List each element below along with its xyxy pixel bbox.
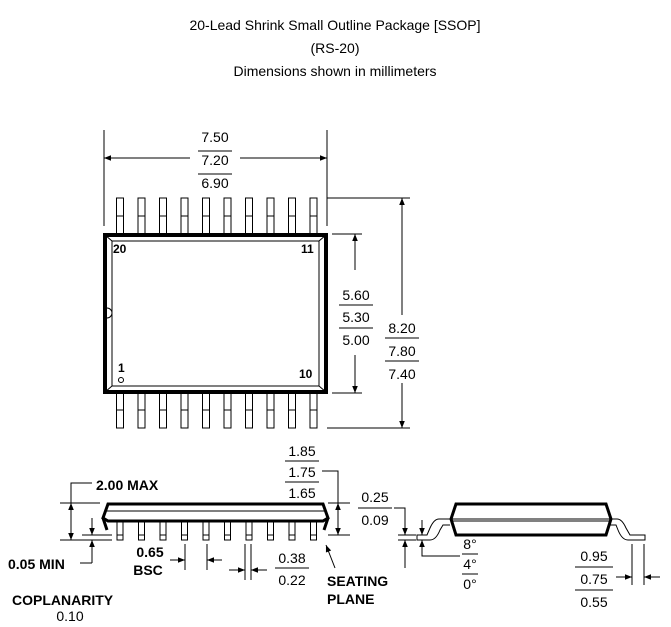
bottom-leads [116, 390, 318, 429]
lead-thickness-min: 0.09 [361, 512, 388, 528]
pin-label-10: 10 [299, 367, 313, 381]
width-nom: 7.20 [201, 152, 228, 168]
lead-width-min: 0.22 [278, 572, 305, 588]
title-line-2: (RS-20) [310, 40, 359, 56]
lead [245, 519, 253, 541]
right-gull-wing-lead [605, 518, 646, 541]
lead [116, 519, 124, 541]
pin1-dot [118, 377, 124, 383]
lead [137, 197, 146, 237]
angle-nom: 4° [463, 556, 476, 572]
lead [288, 197, 296, 237]
pin1-notch [106, 307, 113, 319]
top-leads [116, 197, 318, 237]
coplanarity-value: 0.10 [56, 608, 83, 624]
width-max: 7.50 [201, 129, 228, 145]
side-view: 2.00 MAX 0.05 MIN 0.65 BSC 0.38 0.22 1.8… [8, 443, 388, 624]
pin-label-1: 1 [118, 361, 125, 375]
angle-min: 0° [463, 576, 476, 592]
width-min: 6.90 [201, 175, 228, 191]
overall-width-max: 8.20 [388, 320, 415, 336]
overall-width-nom: 7.80 [388, 343, 415, 359]
lead [223, 197, 232, 237]
coplanarity-label: COPLANARITY [12, 592, 114, 608]
top-view: 20 11 1 10 7.50 7.20 6.90 5.60 5.30 5.00… [103, 129, 419, 429]
body-height-max: 1.85 [288, 443, 315, 459]
lead [116, 197, 124, 237]
lead [266, 197, 275, 237]
body-width-min: 5.00 [342, 332, 369, 348]
lead [310, 519, 317, 541]
angle-max: 8° [463, 536, 476, 552]
lead [245, 197, 253, 237]
lead [159, 197, 167, 237]
pin-label-20: 20 [113, 242, 127, 256]
standoff-min-label: 0.05 MIN [8, 556, 65, 572]
title-line-3: Dimensions shown in millimeters [233, 63, 436, 79]
side-body [101, 502, 330, 523]
body-width-max: 5.60 [342, 287, 369, 303]
lead-thickness-max: 0.25 [361, 489, 388, 505]
pin-label-11: 11 [301, 242, 314, 256]
title-line-1: 20-Lead Shrink Small Outline Package [SS… [189, 17, 480, 33]
foot-length-nom: 0.75 [580, 571, 607, 587]
lead-width-max: 0.38 [278, 550, 305, 566]
lead [180, 197, 189, 237]
pitch-value: 0.65 [136, 544, 163, 560]
lead [224, 519, 231, 541]
overall-width-min: 7.40 [388, 366, 415, 382]
seating-plane-line1: SEATING [327, 573, 388, 589]
height-max-label: 2.00 MAX [96, 477, 159, 493]
lead [138, 519, 145, 541]
lead [181, 519, 188, 541]
end-view: 0.25 0.09 8° 4° 0° 0.95 0.75 0.55 [358, 489, 660, 610]
lead [159, 519, 167, 541]
left-gull-wing-lead [416, 518, 450, 541]
package-body [103, 233, 328, 394]
body-height-min: 1.65 [288, 485, 315, 501]
foot-length-max: 0.95 [580, 548, 607, 564]
body-width-nom: 5.30 [342, 309, 369, 325]
foot-length-min: 0.55 [580, 594, 607, 610]
seating-plane-line2: PLANE [327, 591, 374, 607]
lead [267, 519, 274, 541]
lead [288, 519, 296, 541]
body-height-nom: 1.75 [288, 464, 315, 480]
side-leads [116, 519, 317, 541]
lead [309, 197, 318, 237]
pitch-note: BSC [133, 562, 163, 578]
lead [202, 197, 210, 237]
lead [202, 519, 210, 541]
